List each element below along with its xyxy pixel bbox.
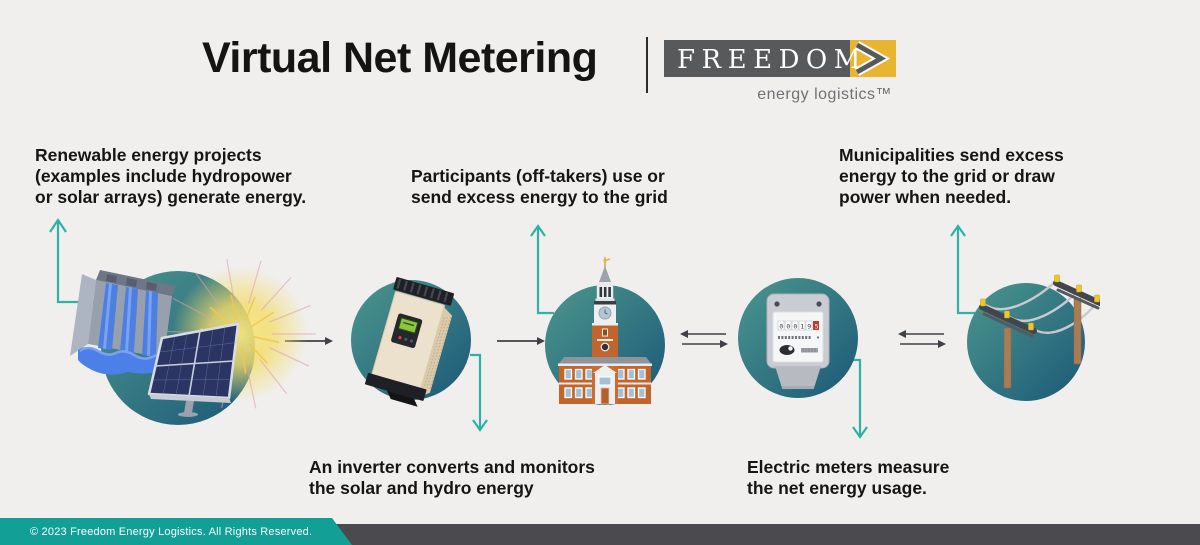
connector-arrow-participants [530,224,554,315]
caption-grid: Municipalities send excess energy to the… [839,145,1064,207]
left-arrow-icon [898,330,906,338]
meter-reading-last-digit: 5 [815,323,819,331]
meter-graphic: 00019 5 [766,293,830,389]
logo-box [664,40,854,77]
electric-meter-icon: 00019 5 [738,278,858,398]
copyright-text: © 2023 Freedom Energy Logistics. All Rig… [30,525,313,538]
caption-meter: Electric meters measure the net energy u… [747,457,950,498]
inverter-graphic [365,277,455,407]
building-graphic [558,256,652,405]
right-arrow-icon [325,337,333,345]
logo-tagline: energy logistics™ [757,86,892,103]
solar-panel-graphic [147,322,240,417]
right-arrow-icon [537,337,545,345]
building-icon [545,256,665,405]
title-divider [646,37,648,93]
flow-double-arrow-3 [680,330,728,348]
right-arrow-icon [720,340,728,348]
flow-arrow-2 [497,337,545,345]
connector-arrow-inverter [470,353,488,432]
logo-brand-text: FREEDOM [677,45,867,75]
footer-teal-bar: © 2023 Freedom Energy Logistics. All Rig… [0,518,352,545]
up-arrow-icon [530,224,546,237]
flow-double-arrow-4 [898,330,946,348]
power-lines-graphic [979,274,1100,389]
caption-inverter: An inverter converts and monitors the so… [309,457,595,498]
up-arrow-icon [49,218,67,233]
logo-chevron-icon [855,42,887,75]
connector-arrow-grid [950,224,975,315]
right-arrow-icon [938,340,946,348]
page-title: Virtual Net Metering [202,34,598,82]
meter-reading: 00019 [779,323,814,331]
caption-participants: Participants (off-takers) use or send ex… [411,166,668,207]
down-arrow-icon [472,419,488,432]
freedom-logo: FREEDOM energy logistics™ [664,40,896,103]
inverter-icon [351,277,471,407]
power-lines-icon [967,274,1100,401]
hydro-solar-icon [70,259,316,425]
caption-generation: Renewable energy projects (examples incl… [35,145,307,207]
up-arrow-icon [950,224,966,237]
down-arrow-icon [852,426,868,439]
dam-graphic [70,270,176,375]
left-arrow-icon [680,330,688,338]
